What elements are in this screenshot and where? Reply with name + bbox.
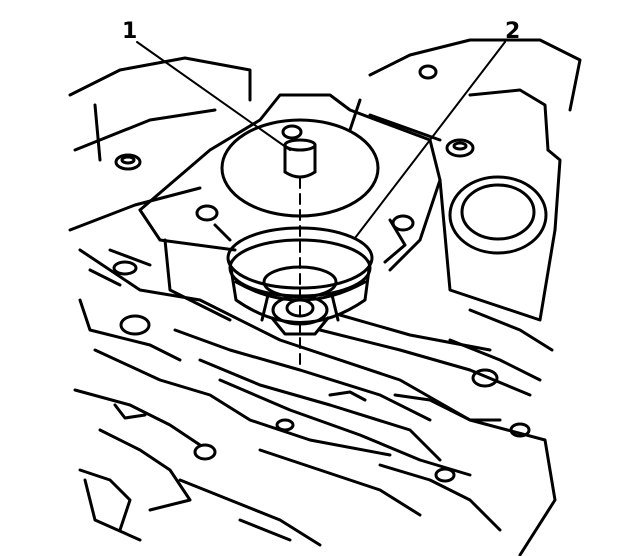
- leader-lines: [136, 41, 506, 239]
- upper-left-housing: [68, 56, 252, 232]
- upper-right-housing: [368, 38, 582, 322]
- valve-body-base: [73, 248, 557, 556]
- valve-pin: [283, 138, 317, 179]
- cover-plate: [138, 93, 442, 322]
- callout-label-2: 2: [505, 19, 520, 44]
- callout-label-1: 1: [122, 19, 137, 44]
